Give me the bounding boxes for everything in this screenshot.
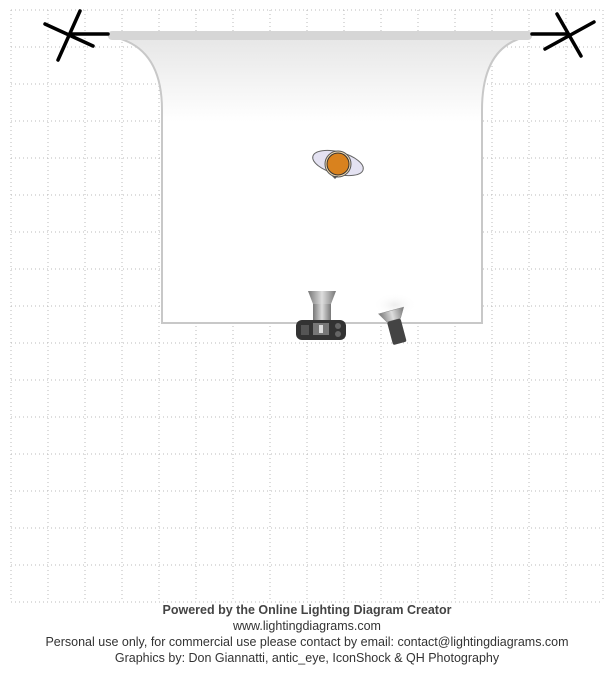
subject-model	[312, 149, 364, 179]
credits-text: Graphics by: Don Giannatti, antic_eye, I…	[114, 651, 500, 665]
lighting-diagram-canvas	[10, 9, 604, 603]
backdrop-stand-left	[43, 9, 110, 62]
strobe-light-icon	[373, 293, 417, 345]
website-link[interactable]: www.lightingdiagrams.com	[233, 619, 381, 633]
powered-by-text: Powered by the Online Lighting Diagram C…	[162, 603, 452, 617]
camera-icon	[296, 291, 346, 340]
license-text: Personal use only, for commercial use pl…	[45, 635, 569, 649]
backdrop-paper	[107, 31, 532, 324]
backdrop-stand-right	[530, 12, 596, 58]
